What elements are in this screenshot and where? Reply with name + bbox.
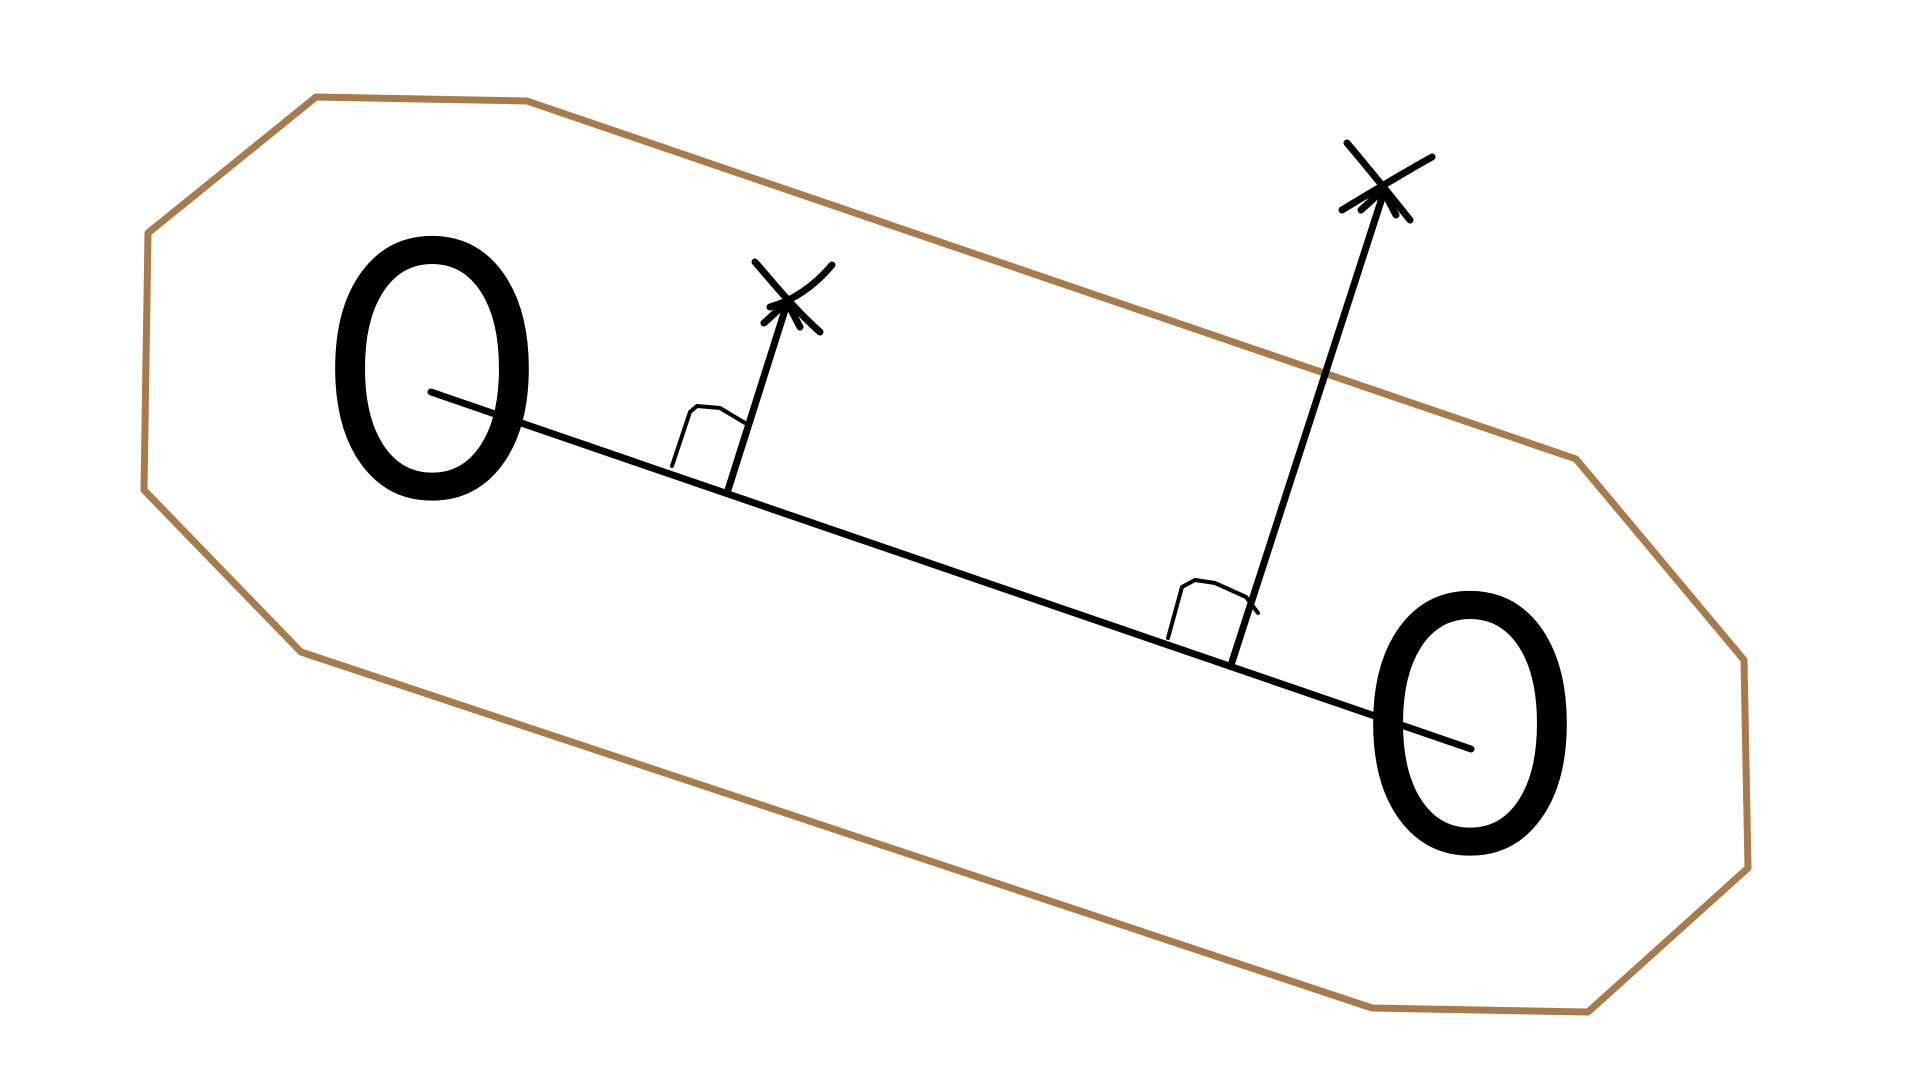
hull-outline bbox=[140, 93, 1752, 1016]
x-mark-far bbox=[1338, 139, 1436, 224]
main-segment bbox=[427, 388, 1475, 753]
perpendicular-far bbox=[1228, 194, 1386, 666]
point-label-right: O bbox=[1357, 527, 1583, 934]
right-angle-mark-far bbox=[1166, 578, 1260, 640]
perpendicular-near bbox=[724, 306, 789, 494]
point-label-left: O bbox=[319, 172, 545, 579]
right-angle-mark-near bbox=[670, 404, 747, 468]
x-mark-near bbox=[751, 258, 836, 336]
